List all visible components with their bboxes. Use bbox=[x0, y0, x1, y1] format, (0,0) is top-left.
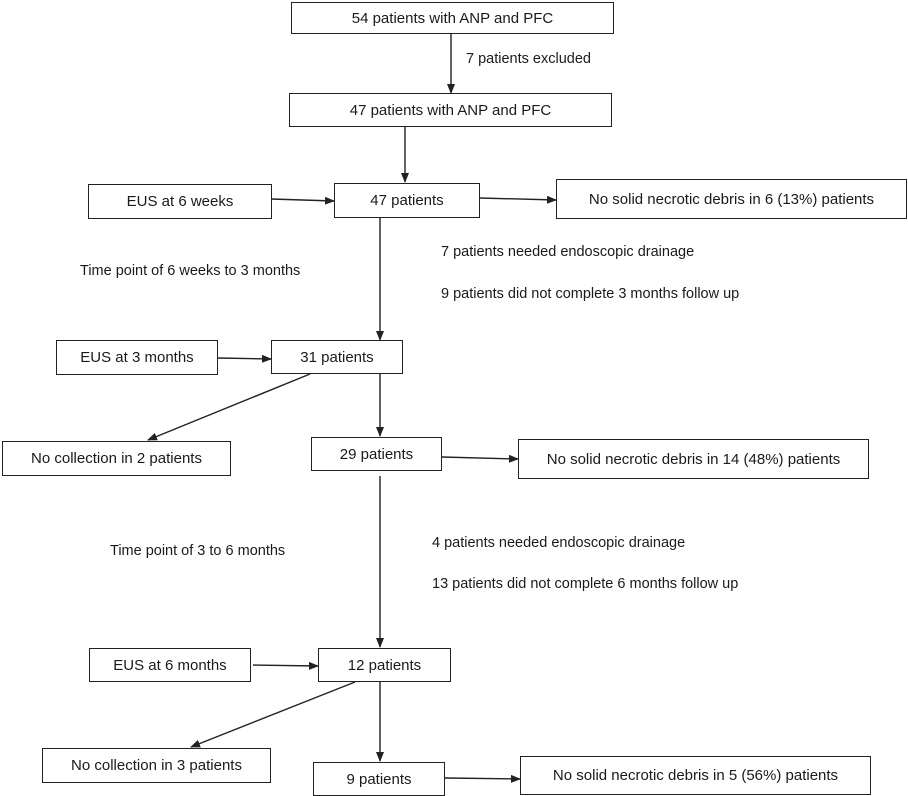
n29-box: 29 patients bbox=[311, 437, 442, 471]
no-debris-6w-box: No solid necrotic debris in 6 (13%) pati… bbox=[556, 179, 907, 219]
n9-box: 9 patients bbox=[313, 762, 445, 796]
arrow-9-to-nodebris bbox=[444, 774, 521, 783]
arrow-eus6m-to-12 bbox=[252, 661, 319, 670]
period2-drainage-note: 4 patients needed endoscopic drainage bbox=[432, 535, 686, 551]
included-box: 47 patients with ANP and PFC bbox=[289, 93, 612, 127]
arrow-31-to-nocollection bbox=[147, 373, 311, 441]
arrow-12-to-nocollection bbox=[190, 681, 356, 748]
arrow-eus6w-to-47 bbox=[270, 196, 335, 205]
eus-6-weeks-box: EUS at 6 weeks bbox=[88, 184, 272, 219]
no-collection-6m-box: No collection in 3 patients bbox=[42, 748, 271, 783]
arrow-29-to-nodebris bbox=[441, 454, 519, 463]
start-box: 54 patients with ANP and PFC bbox=[291, 2, 614, 34]
period1-label: Time point of 6 weeks to 3 months bbox=[80, 263, 301, 279]
arrow-47-to-nodebris bbox=[479, 195, 557, 204]
no-collection-3m-box: No collection in 2 patients bbox=[2, 441, 231, 476]
n12-box: 12 patients bbox=[318, 648, 451, 682]
arrow-eus3m-to-31 bbox=[217, 354, 272, 363]
eus-3-months-box: EUS at 3 months bbox=[56, 340, 218, 375]
n31-box: 31 patients bbox=[271, 340, 403, 374]
period2-lost-note: 13 patients did not complete 6 months fo… bbox=[432, 576, 739, 592]
n47-box: 47 patients bbox=[334, 183, 480, 218]
no-debris-3m-box: No solid necrotic debris in 14 (48%) pat… bbox=[518, 439, 869, 479]
period1-drainage-note: 7 patients needed endoscopic drainage bbox=[441, 244, 695, 260]
period1-lost-note: 9 patients did not complete 3 months fol… bbox=[441, 286, 740, 302]
period2-label: Time point of 3 to 6 months bbox=[110, 543, 286, 559]
eus-6-months-box: EUS at 6 months bbox=[89, 648, 251, 682]
excluded-note: 7 patients excluded bbox=[466, 51, 591, 67]
no-debris-6m-box: No solid necrotic debris in 5 (56%) pati… bbox=[520, 756, 871, 795]
